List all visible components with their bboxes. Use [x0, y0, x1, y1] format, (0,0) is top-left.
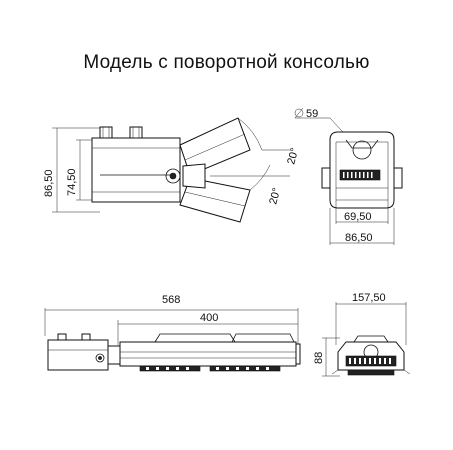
dim-length-total: 568 — [162, 294, 180, 306]
dim-inner-width: 69,50 — [344, 211, 372, 223]
dim-length-body: 400 — [200, 312, 218, 324]
long-view: 568 400 — [44, 292, 411, 377]
drawing-title: Модель с поворотной консолью — [83, 52, 370, 73]
dim-height-total: 86,50 — [43, 169, 55, 197]
front-view: 59 69,50 — [294, 107, 403, 245]
dim-height: 88 — [313, 352, 325, 364]
dim-diameter: 59 — [306, 108, 318, 120]
dim-width: 157,50 — [352, 292, 386, 304]
dim-height-body: 74,50 — [66, 168, 78, 196]
dim-angle-down: 20° — [267, 187, 283, 206]
dim-outer-width: 86,50 — [345, 232, 373, 244]
side-view: 86,50 74,50 — [43, 117, 301, 223]
dim-angle-up: 20° — [285, 147, 301, 166]
